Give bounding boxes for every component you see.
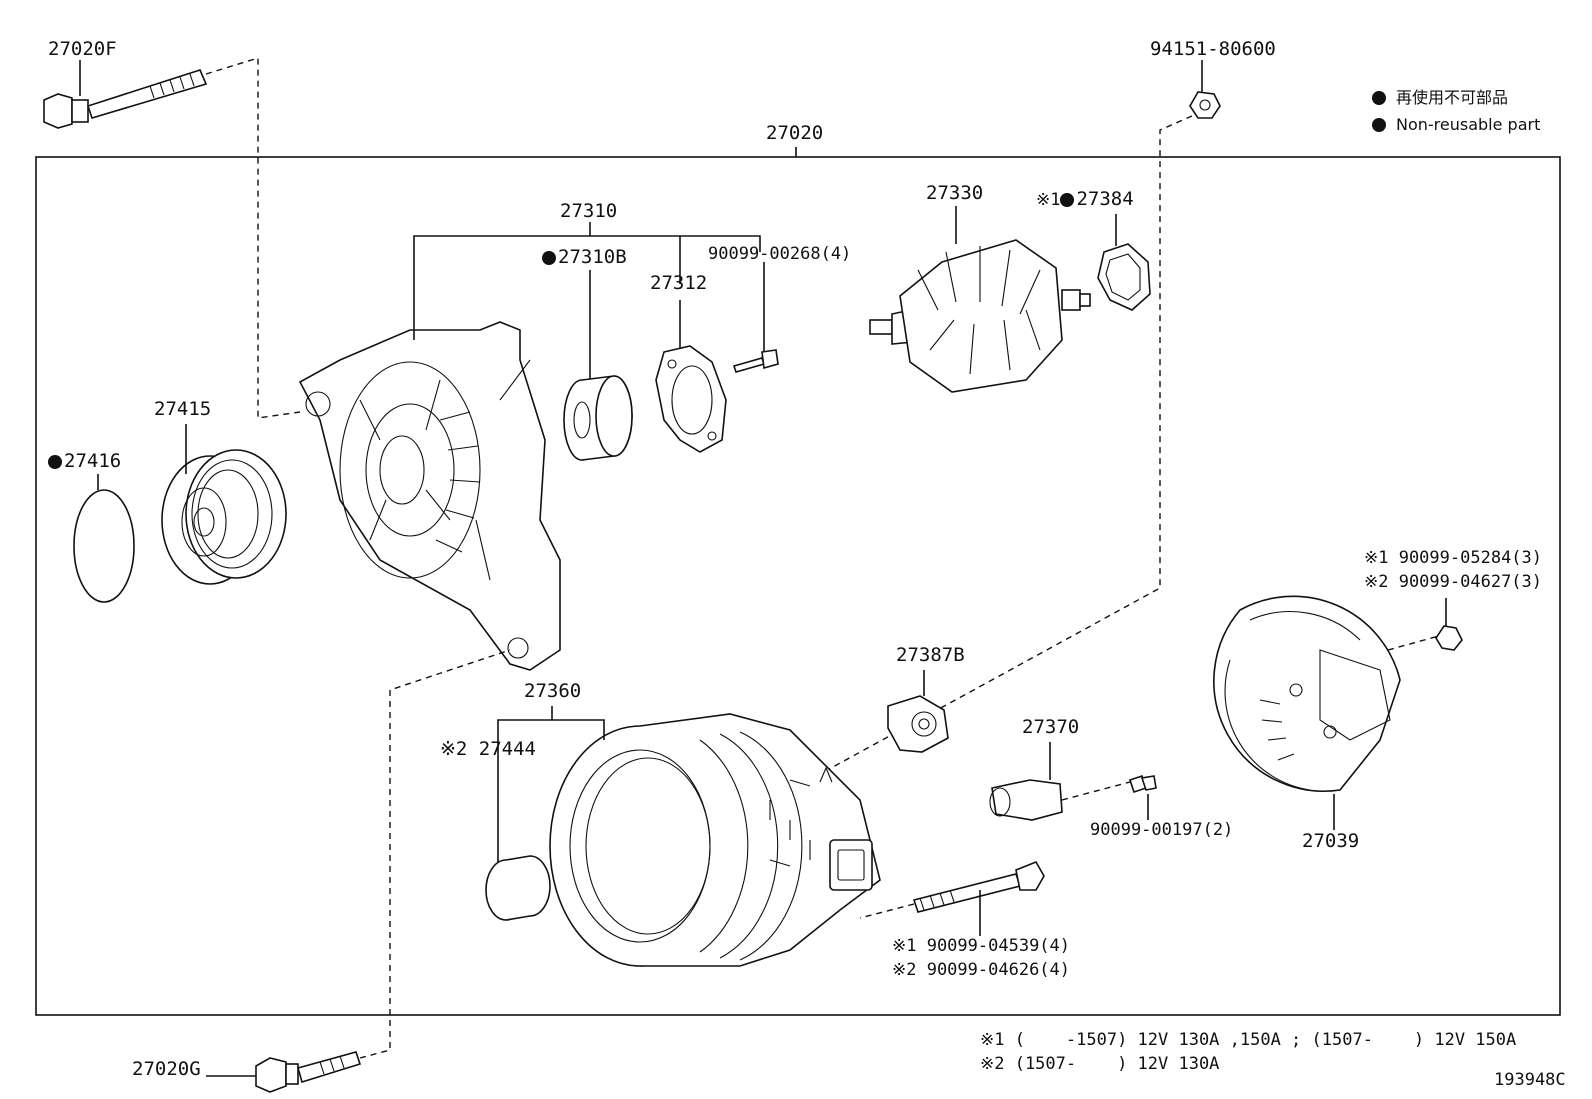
legend-jp: 再使用不可部品 (1372, 90, 1508, 106)
assembly-frame (35, 156, 1561, 1016)
label-90099-00197: 90099-00197(2) (1090, 820, 1234, 840)
label-27020f: 27020F (48, 38, 117, 60)
drive-end-frame-27310-icon (298, 321, 561, 671)
label-27370: 27370 (1022, 716, 1080, 738)
rotor-27330-icon (869, 239, 1091, 393)
legend-en: Non-reusable part (1372, 117, 1540, 133)
non-reusable-dot-icon (542, 251, 556, 265)
ring-27444-icon (485, 855, 551, 921)
bolt-27020g-icon (255, 1051, 362, 1093)
rectifier-end-frame-27360-icon (549, 713, 881, 967)
retainer-27312-icon (655, 345, 727, 453)
rear-cover-27039-icon (1213, 595, 1401, 792)
label-27312: 27312 (650, 272, 708, 294)
note-2: ※2 (1507- ) 12V 130A (980, 1054, 1220, 1074)
bolt-04539-icon (912, 860, 1045, 913)
label-90099-04626: ※2 90099-04626(4) (892, 960, 1071, 980)
label-27360: 27360 (524, 680, 582, 702)
label-94151-80600: 94151-80600 (1150, 38, 1276, 60)
non-reusable-dot-icon (48, 455, 62, 469)
cover-27416-icon (73, 489, 135, 603)
non-reusable-dot-icon (1372, 91, 1386, 105)
label-27039: 27039 (1302, 830, 1360, 852)
non-reusable-dot-icon (1060, 193, 1075, 207)
bolt-27020f-icon (43, 69, 208, 129)
dash-00197 (1061, 781, 1131, 801)
label-90099-04539: ※1 90099-04539(4) (892, 936, 1071, 956)
label-27416: 27416 (48, 452, 121, 471)
label-27310: 27310 (560, 200, 618, 222)
bearing-27310b-icon (563, 375, 633, 461)
nut-05284-icon (1435, 625, 1463, 651)
bracket-27310 (413, 235, 761, 340)
dash-94151 (799, 115, 1193, 786)
dash-27020g (359, 649, 511, 1059)
label-27020g: 27020G (132, 1058, 201, 1080)
terminal-27387b-icon (887, 695, 949, 753)
label-90099-00268: 90099-00268(4) (708, 244, 852, 264)
label-27444: ※2 27444 (440, 738, 536, 760)
insulator-27384-icon (1097, 243, 1151, 311)
label-27415: 27415 (154, 398, 212, 420)
bracket-27360 (497, 719, 605, 870)
non-reusable-dot-icon (1372, 118, 1386, 132)
dash-04539 (859, 903, 915, 919)
dash-27020f (205, 57, 301, 419)
label-27310b: 27310B (542, 248, 627, 267)
label-27020: 27020 (766, 122, 824, 144)
label-27330: 27330 (926, 182, 984, 204)
label-90099-04627: ※2 90099-04627(3) (1364, 572, 1543, 592)
screw-00268-icon (732, 349, 779, 373)
figure-id: 193948C (1494, 1070, 1566, 1090)
label-27387b: 27387B (896, 644, 965, 666)
screw-00197-icon (1128, 774, 1157, 794)
regulator-27370-icon (989, 779, 1063, 821)
nut-94151-icon (1189, 91, 1221, 119)
note-1: ※1 ( -1507) 12V 130A ,150A ; (1507- ) 12… (980, 1030, 1517, 1050)
pulley-27415-icon (161, 449, 287, 585)
label-90099-05284: ※1 90099-05284(3) (1364, 548, 1543, 568)
